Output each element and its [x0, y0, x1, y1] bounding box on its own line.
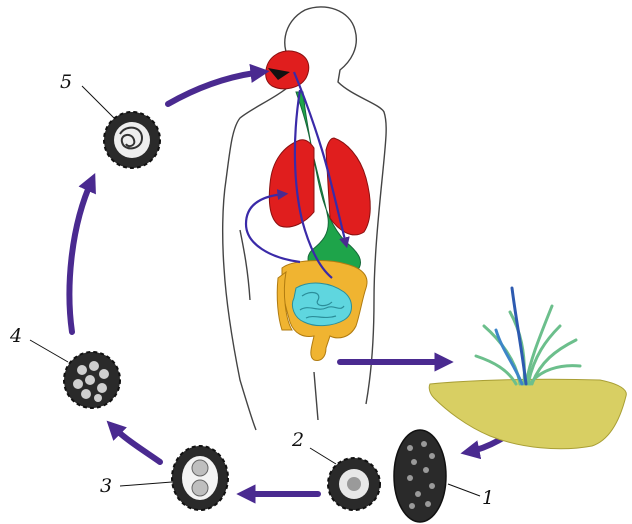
stage-label-3: 3: [100, 475, 112, 497]
left-lung: [269, 140, 314, 227]
stage-label-4: 4: [9, 325, 22, 347]
egg-4-morula: [64, 352, 120, 408]
egg-3-two-cell: [172, 446, 228, 510]
stage-label-5: 5: [60, 71, 72, 93]
arrow-egg5-to-mouth: [168, 72, 262, 104]
egg-5-larva: [104, 112, 160, 168]
soil-patch: [429, 379, 626, 449]
stage-label-1: 1: [482, 487, 494, 509]
arrow-egg3-to-egg4: [112, 426, 160, 462]
egg-1-fertilized-egg: [394, 430, 446, 522]
egg-2-single-cell: [328, 458, 380, 510]
stage-label-2: 2: [291, 429, 304, 451]
grass-tuft: [476, 288, 580, 384]
arrow-egg4-to-egg5: [69, 180, 92, 332]
